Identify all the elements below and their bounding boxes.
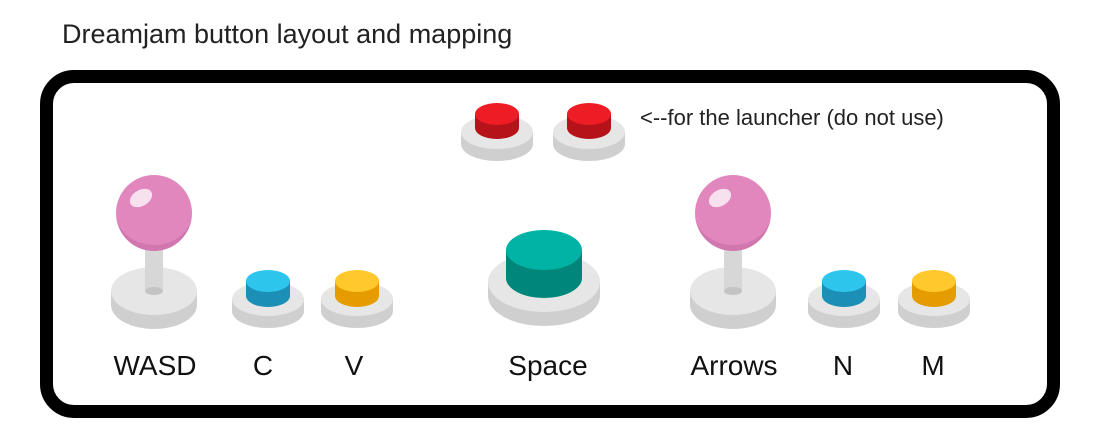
- right-blue-button: [808, 270, 880, 328]
- right-joystick: [690, 175, 776, 329]
- right-yellow-button: [898, 270, 970, 328]
- label-n: N: [832, 350, 854, 381]
- cap-top: [567, 103, 611, 125]
- label-arrows: Arrows: [690, 350, 778, 381]
- stick-ball-shade: [116, 213, 192, 251]
- stick-ball-highlight: [129, 188, 153, 208]
- cap-top: [246, 270, 290, 292]
- left-joystick: [111, 175, 197, 329]
- cap-top: [912, 270, 956, 292]
- left-yellow-button: [321, 270, 393, 328]
- label-m: M: [921, 350, 945, 381]
- left-blue-button: [232, 270, 304, 328]
- space-button: [488, 230, 600, 326]
- stick-ball-shade: [695, 213, 771, 251]
- label-space: Space: [508, 350, 588, 381]
- label-wasd: WASD: [113, 350, 197, 381]
- diagram-title: Dreamjam button layout and mapping: [62, 19, 513, 49]
- launcher-button-right: [553, 103, 625, 161]
- cap-top: [475, 103, 519, 125]
- stick-ball-highlight: [708, 188, 732, 208]
- label-v: V: [344, 350, 364, 381]
- stick-shaft-foot: [145, 287, 163, 295]
- label-c: C: [252, 350, 274, 381]
- cap-top: [335, 270, 379, 292]
- launcher-button-left: [461, 103, 533, 161]
- stick-shaft-foot: [724, 287, 742, 295]
- launcher-note: <--for the launcher (do not use): [640, 105, 944, 130]
- cap-top: [822, 270, 866, 292]
- cap-top: [506, 230, 582, 270]
